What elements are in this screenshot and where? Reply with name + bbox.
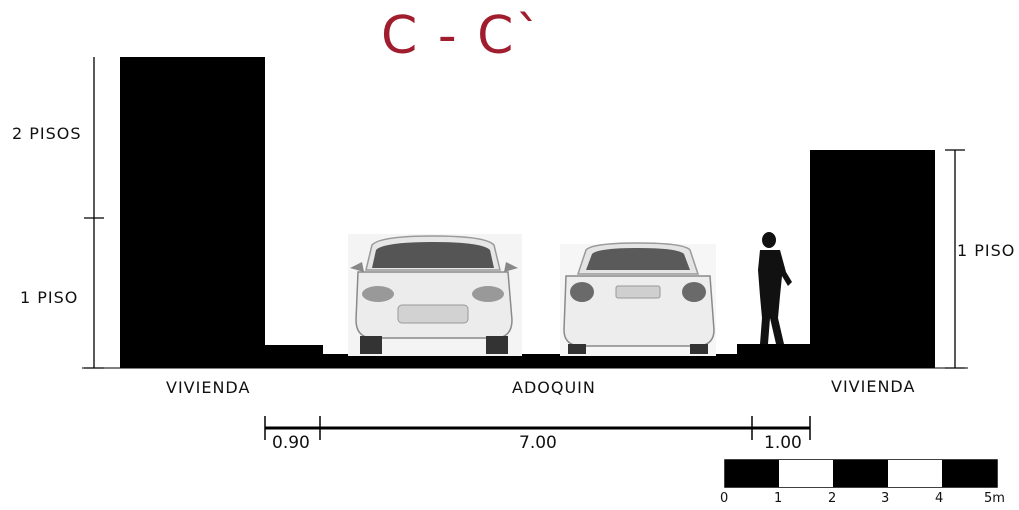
floor-label-left-lower: 1 PISO: [20, 288, 79, 307]
front-car-illustration: [348, 234, 522, 356]
road-block: [323, 354, 737, 368]
left-sidewalk-block: [265, 345, 323, 368]
section-title: C - C`: [381, 6, 544, 66]
graphic-scale-bar: [724, 459, 998, 488]
dimension-road: 7.00: [519, 433, 557, 453]
section-label-left-house: VIVIENDA: [166, 378, 251, 397]
pedestrian-silhouette: [758, 232, 792, 344]
scale-tick-0: 0: [720, 491, 729, 506]
scale-segment-5: [942, 460, 997, 487]
floor-label-left-upper: 2 PISOS: [12, 124, 82, 143]
floor-label-right: 1 PISO: [957, 241, 1016, 260]
scale-segment-2: [779, 460, 833, 487]
scale-segment-4: [888, 460, 942, 487]
width-dimension-line: [264, 416, 811, 440]
scale-tick-1: 1: [774, 491, 783, 506]
scale-segment-1: [725, 460, 779, 487]
scale-tick-5m: 5m: [984, 491, 1005, 506]
left-house-block: [120, 57, 265, 368]
rear-car-illustration: [560, 242, 716, 356]
dimension-left-sidewalk: 0.90: [272, 433, 310, 453]
scale-tick-4: 4: [935, 491, 944, 506]
right-height-dimension: [945, 149, 965, 369]
section-label-right-house: VIVIENDA: [831, 377, 916, 396]
dimension-right-sidewalk: 1.00: [764, 433, 802, 453]
scale-tick-3: 3: [881, 491, 890, 506]
scale-segment-3: [833, 460, 888, 487]
section-label-pavement: ADOQUIN: [512, 378, 596, 397]
left-height-dimension: [84, 57, 104, 369]
right-sidewalk-block: [737, 344, 810, 368]
right-house-block: [810, 150, 935, 368]
scale-tick-2: 2: [828, 491, 837, 506]
